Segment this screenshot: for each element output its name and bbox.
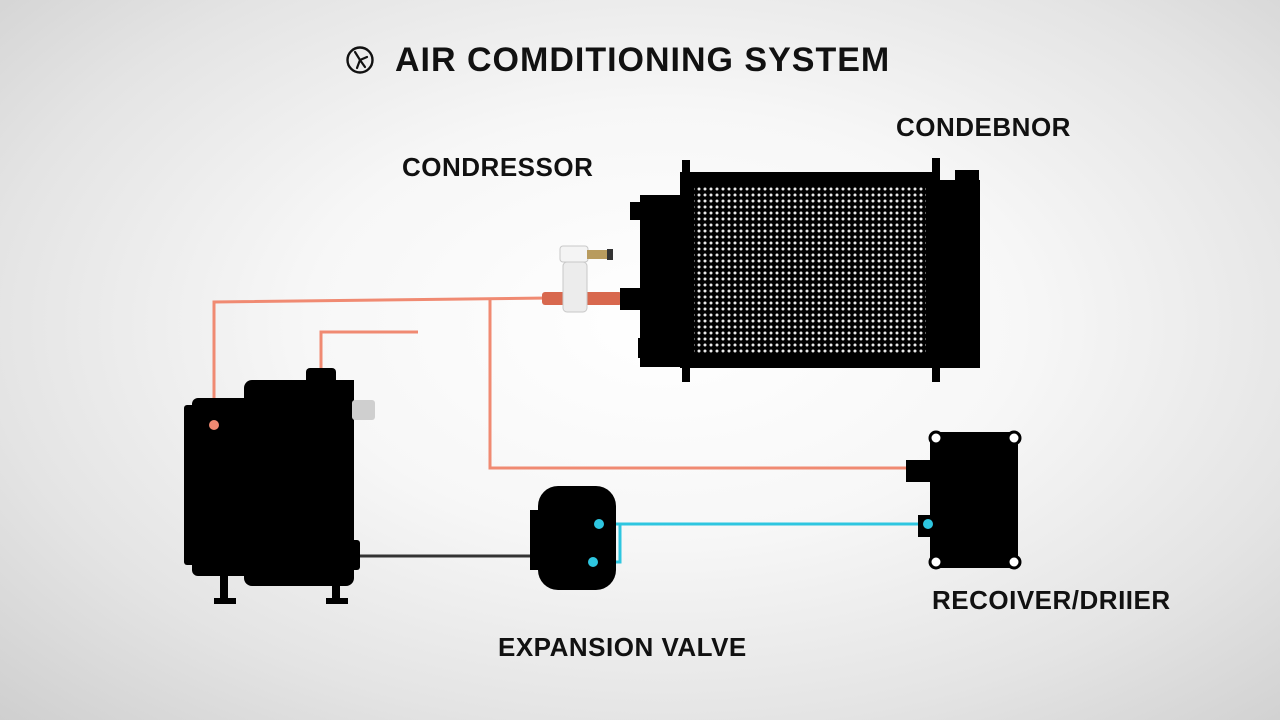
high-pressure-line	[212, 296, 912, 470]
expansion-valve	[530, 486, 616, 590]
diagram-title: AIR COMDITIONING SYSTEM	[345, 38, 890, 82]
snowflake-fan-icon	[346, 46, 374, 74]
condenser-label: CONDEBNOR	[896, 112, 1071, 142]
pressure-switch-fitting	[542, 245, 642, 313]
title-text: AIR COMDITIONING SYSTEM	[395, 40, 891, 79]
condenser	[630, 158, 980, 382]
receiver-drier	[906, 430, 1022, 570]
low-pressure-line	[598, 522, 930, 564]
compressor	[184, 368, 375, 604]
expansion-valve-label: EXPANSION VALVE	[498, 632, 747, 662]
compressor-label: CONDRESSOR	[402, 152, 594, 182]
receiver-drier-label: RECOIVER/DRIIER	[932, 585, 1171, 615]
